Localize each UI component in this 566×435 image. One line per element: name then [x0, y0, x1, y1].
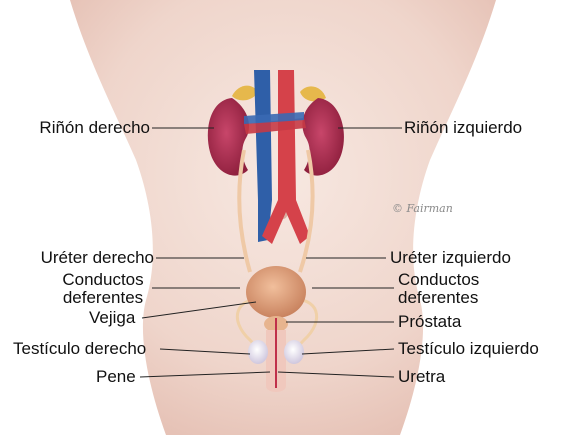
label-vas-left-line2: deferentes: [398, 289, 479, 307]
label-kidney-left: Riñón izquierdo: [404, 119, 522, 136]
label-vas-right: Conductos deferentes: [55, 271, 151, 307]
label-testicle-right: Testículo derecho: [13, 340, 146, 357]
label-ureter-right: Uréter derecho: [41, 249, 154, 266]
label-vas-left-line1: Conductos: [398, 271, 479, 289]
label-kidney-right: Riñón derecho: [39, 119, 150, 136]
label-penis: Pene: [96, 368, 136, 385]
testicle-left: [284, 340, 304, 364]
artist-signature: © Fairman: [392, 202, 453, 215]
label-vas-right-line2: deferentes: [55, 289, 151, 307]
label-vas-left: Conductos deferentes: [398, 271, 479, 307]
label-bladder: Vejiga: [89, 309, 135, 326]
label-vas-right-line1: Conductos: [55, 271, 151, 289]
label-prostate: Próstata: [398, 313, 461, 330]
label-urethra: Uretra: [398, 368, 445, 385]
label-ureter-left: Uréter izquierdo: [390, 249, 511, 266]
label-testicle-left: Testículo izquierdo: [398, 340, 539, 357]
bladder: [246, 266, 306, 318]
testicle-right: [248, 340, 268, 364]
